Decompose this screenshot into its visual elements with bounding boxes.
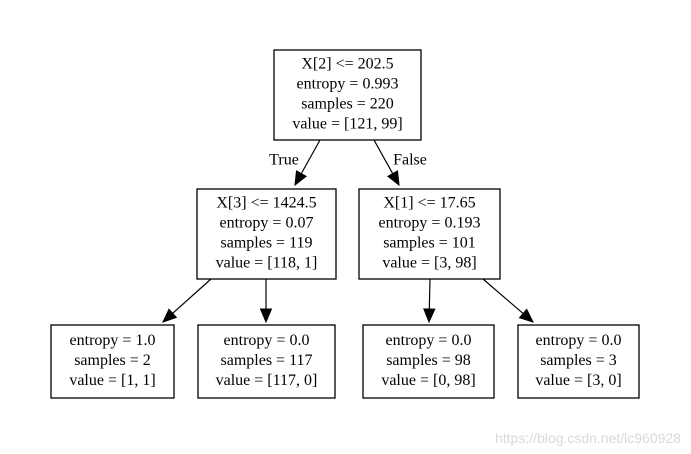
node-box	[362, 324, 495, 399]
node-box	[273, 49, 422, 141]
tree-edges: True False	[162, 139, 534, 324]
node-line: X[3] <= 1424.5	[216, 195, 316, 212]
arrowhead-icon	[518, 308, 534, 323]
edge-line	[482, 278, 524, 314]
tree-node-root: X[2] <= 202.5 entropy = 0.993 samples = 22…	[273, 49, 422, 141]
arrowhead-icon	[386, 170, 400, 187]
edge-n2-n5	[423, 278, 436, 324]
node-line: entropy = 0.0	[536, 332, 622, 349]
arrowhead-icon	[294, 170, 308, 187]
tree-node-n3: entropy = 1.0 samples = 2 value = [1, 1]	[50, 324, 175, 399]
edge-label-false: False	[393, 152, 427, 169]
node-box	[196, 188, 337, 280]
node-line: entropy = 1.0	[70, 332, 156, 349]
node-line: entropy = 0.0	[224, 332, 310, 349]
tree-node-n6: entropy = 0.0 samples = 3 value = [3, 0]	[517, 324, 640, 399]
node-line: value = [3, 0]	[535, 372, 621, 389]
tree-node-n1: X[3] <= 1424.5 entropy = 0.07 samples = 11…	[196, 188, 337, 280]
tree-node-n5: entropy = 0.0 samples = 98 value = [0, 98]	[362, 324, 495, 399]
node-box	[517, 324, 640, 399]
node-line: value = [117, 0]	[216, 372, 318, 389]
node-box	[50, 324, 175, 399]
node-box	[358, 188, 501, 280]
node-line: value = [1, 1]	[69, 372, 155, 389]
node-line: samples = 220	[301, 96, 394, 113]
edge-line	[428, 278, 431, 310]
node-line: value = [0, 98]	[381, 372, 475, 389]
node-line: value = [3, 98]	[382, 255, 476, 272]
edge-n2-n6	[482, 278, 534, 323]
node-line: value = [118, 1]	[216, 255, 318, 272]
node-box	[197, 324, 336, 399]
node-line: samples = 119	[221, 235, 313, 252]
node-line: samples = 117	[221, 352, 313, 369]
tree-nodes: X[2] <= 202.5 entropy = 0.993 samples = 22…	[50, 49, 640, 399]
node-line: value = [121, 99]	[292, 116, 402, 133]
node-line: entropy = 0.993	[297, 76, 399, 93]
node-line: samples = 101	[383, 235, 476, 252]
edge-line	[172, 278, 212, 314]
arrowhead-icon	[423, 308, 436, 324]
arrowhead-icon	[162, 308, 178, 323]
edge-n1-n3	[162, 278, 212, 323]
edge-line	[300, 139, 321, 174]
node-line: X[2] <= 202.5	[301, 56, 393, 73]
node-line: samples = 2	[74, 352, 151, 369]
tree-node-n2: X[1] <= 17.65 entropy = 0.193 samples = 10…	[358, 188, 501, 280]
edge-root-n1: True	[269, 139, 321, 187]
edge-root-n2: False	[373, 139, 427, 187]
node-line: samples = 3	[540, 352, 617, 369]
tree-node-n4: entropy = 0.0 samples = 117 value = [117, …	[197, 324, 336, 399]
edge-line	[373, 139, 394, 174]
node-line: entropy = 0.07	[220, 215, 314, 232]
watermark-text: https://blog.csdn.net/lc960928	[494, 430, 681, 446]
arrowhead-icon	[259, 308, 273, 324]
node-line: entropy = 0.193	[379, 215, 481, 232]
node-line: entropy = 0.0	[386, 332, 472, 349]
edge-label-true: True	[269, 152, 299, 169]
edge-n1-n4	[259, 279, 273, 324]
node-line: X[1] <= 17.65	[383, 195, 475, 212]
node-line: samples = 98	[386, 352, 471, 369]
